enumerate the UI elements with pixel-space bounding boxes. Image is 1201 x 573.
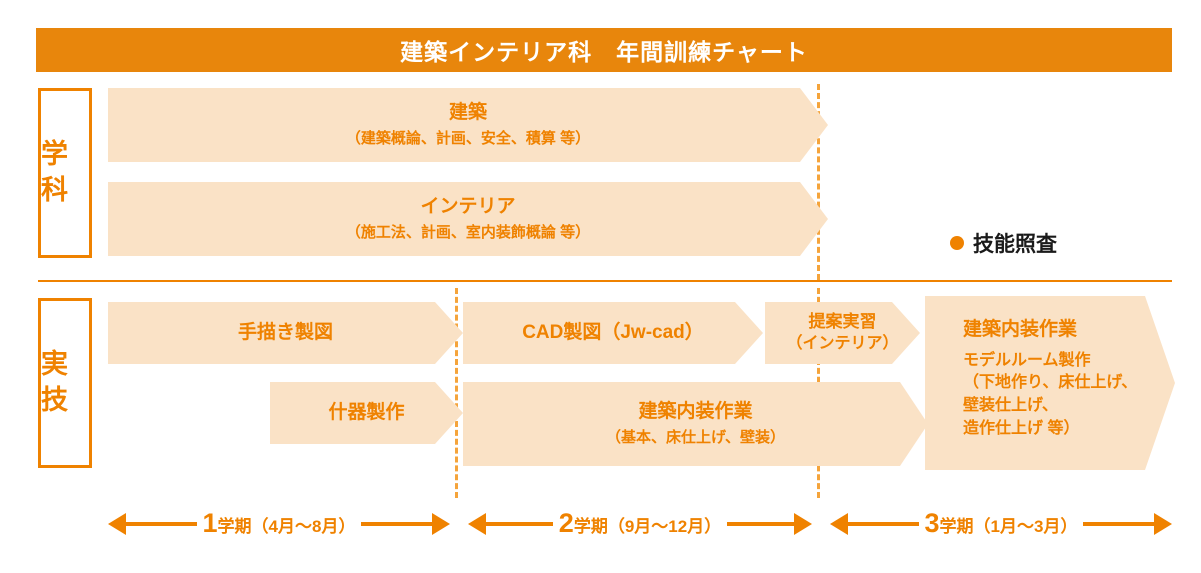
section-divider-line <box>38 280 1172 282</box>
practical-bar-interior-work-title: 建築内装作業 <box>638 401 753 423</box>
term-2-number: 2 <box>558 507 574 538</box>
chart-title-banner: 建築インテリア科 年間訓練チャート <box>36 28 1172 72</box>
term-2-text: 学期（9月～12月） <box>573 516 722 536</box>
practical-bar-interior-work-subtitle: （基本、床仕上げ、壁装） <box>606 429 785 447</box>
practical-bar-furniture-making: 什器製作 <box>270 382 463 444</box>
chart-title: 建築インテリア科 年間訓練チャート <box>400 39 808 65</box>
academic-bar-architecture-title: 建築 <box>448 102 487 124</box>
term-divider-1 <box>455 288 458 498</box>
term-3-text: 学期（1月～3月） <box>939 516 1078 536</box>
category-academic-text: 学科 <box>41 139 68 205</box>
term-1-number: 1 <box>202 507 218 538</box>
practical-bar-furniture-making-title: 什器製作 <box>328 402 405 424</box>
academic-bar-architecture: 建築 （建築概論、計画、安全、積算 等） <box>108 88 828 162</box>
practical-bar-model-room: 建築内装作業 モデルルーム製作 （下地作り、床仕上げ、 壁装仕上げ、 造作仕上げ… <box>925 296 1175 470</box>
skills-assessment-legend: 技能照査 <box>950 228 1057 258</box>
term-3-label: 3 学期（1月～3月） <box>918 507 1084 538</box>
term-1-text: 学期（4月～8月） <box>217 516 356 536</box>
term-2-label: 2 学期（9月～12月） <box>552 507 728 538</box>
model-room-detail-line: モデルルーム製作 <box>963 351 1091 369</box>
category-practical-text: 実技 <box>41 349 68 415</box>
arrow-left-icon <box>108 513 126 535</box>
academic-bar-interior-title: インテリア <box>420 196 516 218</box>
practical-bar-cad-drafting: CAD製図（Jw-cad） <box>463 302 763 364</box>
term-3-number: 3 <box>924 507 940 538</box>
practical-bar-hand-drafting-title: 手描き製図 <box>237 322 333 344</box>
arrow-left-icon <box>468 513 486 535</box>
term-1-label: 1 学期（4月～8月） <box>196 507 362 538</box>
model-room-detail-line: 造作仕上げ 等） <box>963 419 1080 437</box>
skills-assessment-label: 技能照査 <box>973 233 1057 256</box>
practical-bar-proposal-practice: 提案実習 （インテリア） <box>765 302 920 364</box>
arrow-left-icon <box>830 513 848 535</box>
category-label-academic: 学科 <box>38 88 92 258</box>
bullet-dot-icon <box>950 236 964 250</box>
academic-bar-architecture-subtitle: （建築概論、計画、安全、積算 等） <box>345 130 591 148</box>
model-room-detail-line: 壁装仕上げ、 <box>963 397 1058 415</box>
term-divider-2-top <box>817 84 820 280</box>
academic-bar-interior-subtitle: （施工法、計画、室内装飾概論 等） <box>345 224 591 242</box>
arrow-right-icon <box>432 513 450 535</box>
term-range-3: 3 学期（1月～3月） <box>830 503 1172 543</box>
practical-bar-hand-drafting: 手描き製図 <box>108 302 463 364</box>
practical-bar-model-room-title: 建築内装作業 <box>963 319 1078 340</box>
practical-bar-proposal-practice-subtitle: （インテリア） <box>786 335 899 353</box>
practical-bar-model-room-details: モデルルーム製作 （下地作り、床仕上げ、 壁装仕上げ、 造作仕上げ 等） <box>963 350 1137 441</box>
term-range-2: 2 学期（9月～12月） <box>468 503 812 543</box>
arrow-right-icon <box>1154 513 1172 535</box>
category-label-practical: 実技 <box>38 298 92 468</box>
model-room-detail-line: （下地作り、床仕上げ、 <box>963 374 1138 392</box>
practical-bar-proposal-practice-title: 提案実習 <box>808 311 877 331</box>
practical-bar-cad-drafting-title: CAD製図（Jw-cad） <box>522 322 704 344</box>
academic-bar-interior: インテリア （施工法、計画、室内装飾概論 等） <box>108 182 828 256</box>
practical-bar-interior-work: 建築内装作業 （基本、床仕上げ、壁装） <box>463 382 928 466</box>
term-range-1: 1 学期（4月～8月） <box>108 503 450 543</box>
arrow-right-icon <box>794 513 812 535</box>
